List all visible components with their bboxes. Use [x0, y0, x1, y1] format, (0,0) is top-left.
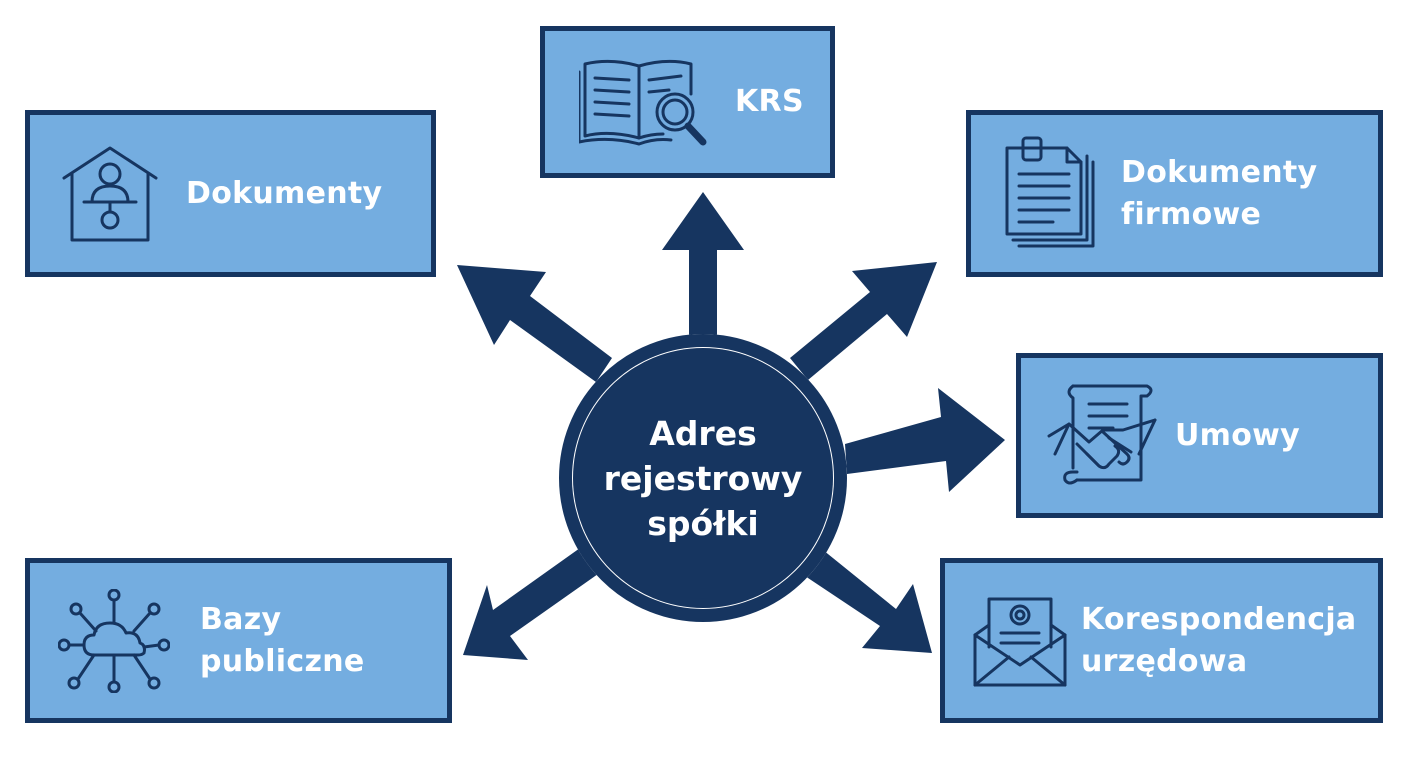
- node-label-line: Korespondencja: [1081, 601, 1357, 637]
- node-krs: KRS: [540, 26, 835, 178]
- node-dokumenty-firmowe: Dokumenty firmowe: [966, 110, 1383, 277]
- envelope-seal-letter-icon: [973, 597, 1067, 686]
- open-book-magnifier-icon: [579, 59, 707, 146]
- node-dokumenty: Dokumenty: [25, 110, 436, 277]
- node-label-line: firmowe: [1121, 196, 1262, 232]
- node-label: Bazy publiczne: [200, 599, 365, 683]
- arrow-to-bazy: [463, 548, 598, 660]
- center-label-line: rejestrowy: [603, 458, 803, 498]
- node-label: Umowy: [1175, 415, 1300, 457]
- node-label: KRS: [735, 81, 804, 123]
- node-label-line: Umowy: [1175, 417, 1301, 453]
- node-bazy-publiczne: Bazy publiczne: [25, 558, 452, 723]
- arrow-to-firmowe: [790, 262, 937, 380]
- node-label-line: Dokumenty: [186, 175, 383, 211]
- contract-handshake-icon: [1047, 384, 1157, 484]
- clipped-documents-icon: [1005, 136, 1095, 247]
- center-node: Adres rejestrowy spółki: [573, 348, 833, 608]
- node-umowy: Umowy: [1016, 353, 1383, 518]
- node-label-line: KRS: [735, 84, 804, 119]
- center-label-line: spółki: [647, 503, 759, 543]
- arrow-to-koresp: [805, 550, 932, 653]
- center-label: Adres rejestrowy spółki: [573, 411, 833, 546]
- node-label-line: urzędowa: [1081, 643, 1248, 679]
- node-label: Dokumenty firmowe: [1121, 152, 1317, 236]
- node-label-line: publiczne: [200, 643, 365, 679]
- house-person-icon: [62, 146, 158, 241]
- node-label: Korespondencja urzędowa: [1081, 599, 1356, 683]
- center-label-line: Adres: [649, 413, 757, 453]
- node-korespondencja-urzedowa: Korespondencja urzędowa: [940, 558, 1383, 723]
- node-label-line: Bazy: [200, 601, 282, 637]
- node-label-line: Dokumenty: [1121, 154, 1318, 190]
- arrow-to-umowy: [845, 388, 1005, 492]
- cloud-network-icon: [58, 588, 170, 693]
- arrow-to-dokumenty: [457, 265, 612, 382]
- arrow-to-krs: [662, 192, 744, 340]
- node-label: Dokumenty: [186, 173, 382, 215]
